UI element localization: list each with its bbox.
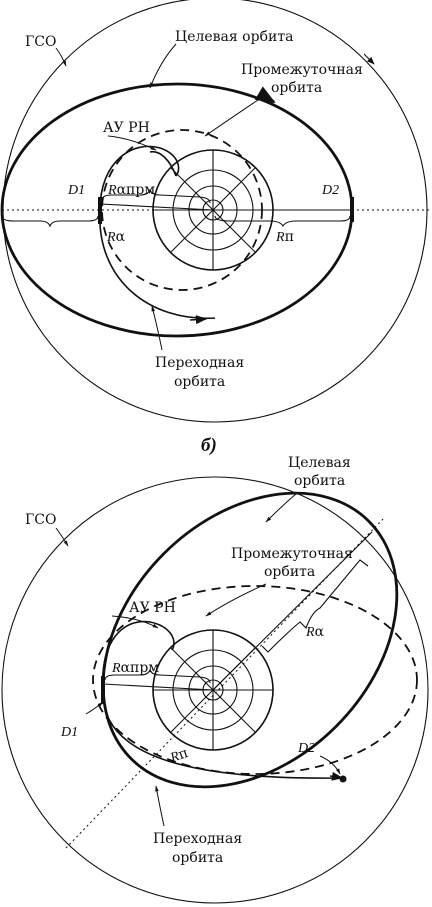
diagram-b: ГСО Целевая орбита Промежуточная орбита …: [1, 455, 429, 904]
label-transfer-line2-a: орбита: [174, 374, 225, 390]
label-r-alpha-a: Rα: [106, 229, 126, 245]
brace-r-alpha-b: [261, 559, 369, 653]
label-d2-a: D2: [321, 183, 339, 198]
target-orbit-arrow-a: [254, 86, 276, 104]
label-intermediate-line2-b: орбита: [264, 564, 315, 580]
leader-gso-b: [55, 527, 69, 547]
diagram-a: ГСО Целевая орбита Промежуточная орбита …: [0, 0, 430, 423]
leader-target-b: [265, 493, 297, 523]
label-au-rn-a: АУ РН: [103, 120, 150, 136]
radius-alpha-line-b: [212, 531, 373, 691]
label-intermediate-line1-a: Промежуточная: [241, 62, 363, 78]
label-d2-b: D2: [297, 741, 315, 756]
label-target-line1-b: Целевая: [288, 455, 351, 471]
au-rn-loop-a: [149, 151, 177, 177]
label-target-line2-b: орбита: [294, 473, 345, 489]
label-au-rn-b: АУ РН: [129, 600, 176, 616]
gso-circle-b: [1, 476, 429, 904]
label-transfer-line2-b: орбита: [172, 850, 223, 866]
label-target-orbit-a: Целевая орбита: [175, 29, 293, 45]
leader-transfer-b: [155, 785, 165, 827]
label-r-alpha-b: Rα: [305, 624, 325, 640]
d2-point-b: [339, 775, 347, 783]
leader-transfer-a: [151, 305, 163, 351]
leader-au-rn-a: [107, 135, 157, 151]
label-r-pi-b: Rπ: [167, 745, 190, 766]
label-transfer-line1-b: Переходная: [153, 831, 242, 847]
leader-d1-b: [85, 701, 104, 715]
label-intermediate-line1-b: Промежуточная: [231, 546, 353, 562]
transfer-orbit-arrow-a: [189, 315, 208, 325]
leader-intermediate-a: [204, 99, 259, 137]
transfer-orbit-b: [102, 620, 343, 779]
label-intermediate-line2-a: орбита: [271, 80, 322, 96]
target-orbit-b: [101, 491, 399, 789]
label-d1-a: D1: [67, 183, 85, 198]
leader-target-a: [149, 43, 177, 89]
label-transfer-line1-a: Переходная: [155, 355, 244, 371]
gso-direction-arrow-a: [363, 53, 375, 65]
leader-gso-a: [55, 47, 67, 67]
leader-d2-b: [319, 755, 341, 775]
label-gso-b: ГСО: [25, 512, 56, 528]
brace-r-alpha-a: [1, 215, 99, 228]
label-r-alpha-prm-a: Rαпрм: [107, 182, 155, 198]
brace-alpha-prm-b: [104, 668, 211, 684]
label-r-pi-a: Rπ: [275, 229, 294, 245]
radius-alpha-prm-line-b: [102, 683, 214, 691]
leader-au-rn-b: [111, 615, 159, 629]
radius-alpha-prm-line-a: [99, 203, 214, 211]
leader-intermediate-b: [205, 583, 267, 617]
label-gso-a: ГСО: [25, 34, 56, 50]
label-d1-b: D1: [60, 725, 78, 740]
intermediate-orbit-b: [92, 585, 418, 775]
brace-r-pi-a: [214, 215, 351, 228]
label-r-alpha-prm-b: Rαпрм: [111, 660, 159, 676]
brace-alpha-prm-a: [101, 188, 211, 204]
subfigure-label: б): [201, 435, 217, 456]
